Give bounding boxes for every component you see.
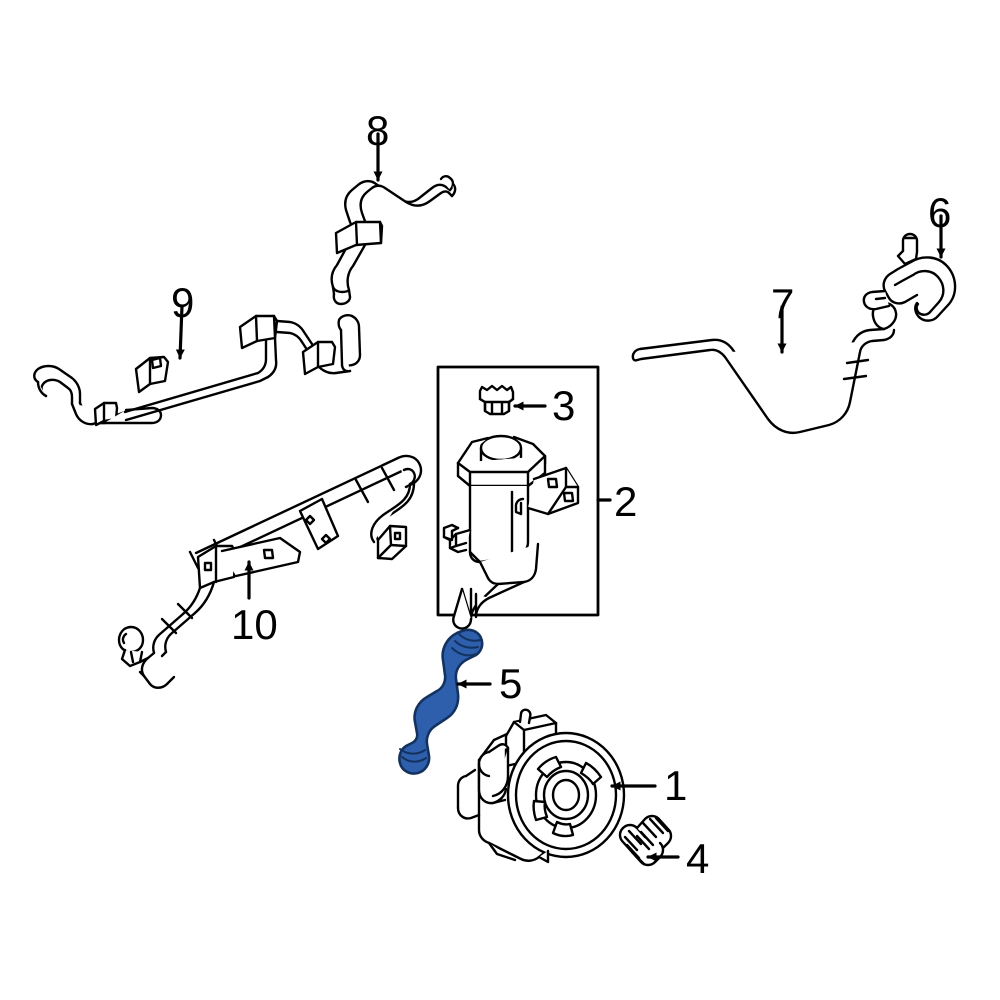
callout-number-5[interactable]: 5	[499, 660, 523, 707]
callout-number-9[interactable]: 9	[171, 279, 195, 326]
callout-arrow-9	[175, 304, 185, 360]
callout-number-3[interactable]: 3	[552, 382, 576, 429]
callout-number-10[interactable]: 10	[231, 601, 278, 648]
part-10-pressure-line	[117, 454, 423, 689]
callout-number-4[interactable]: 4	[686, 835, 710, 882]
callout-number-8[interactable]: 8	[366, 107, 390, 154]
part-9-cooler-line	[33, 314, 362, 427]
part-2-reservoir-body	[442, 434, 580, 630]
callout-number-6[interactable]: 6	[928, 189, 952, 236]
part-8-cooler-inlet-hose	[330, 175, 457, 306]
part-7-return-hose	[631, 301, 898, 434]
callout-number-2[interactable]: 2	[614, 478, 638, 525]
part-3-reservoir-cap	[478, 384, 515, 416]
callout-number-7[interactable]: 7	[771, 280, 795, 327]
part-1-power-steering-pump	[456, 708, 626, 864]
part-6-return-connector	[862, 232, 957, 322]
part-5-supply-hose	[398, 628, 484, 775]
callout-number-1[interactable]: 1	[664, 762, 688, 809]
